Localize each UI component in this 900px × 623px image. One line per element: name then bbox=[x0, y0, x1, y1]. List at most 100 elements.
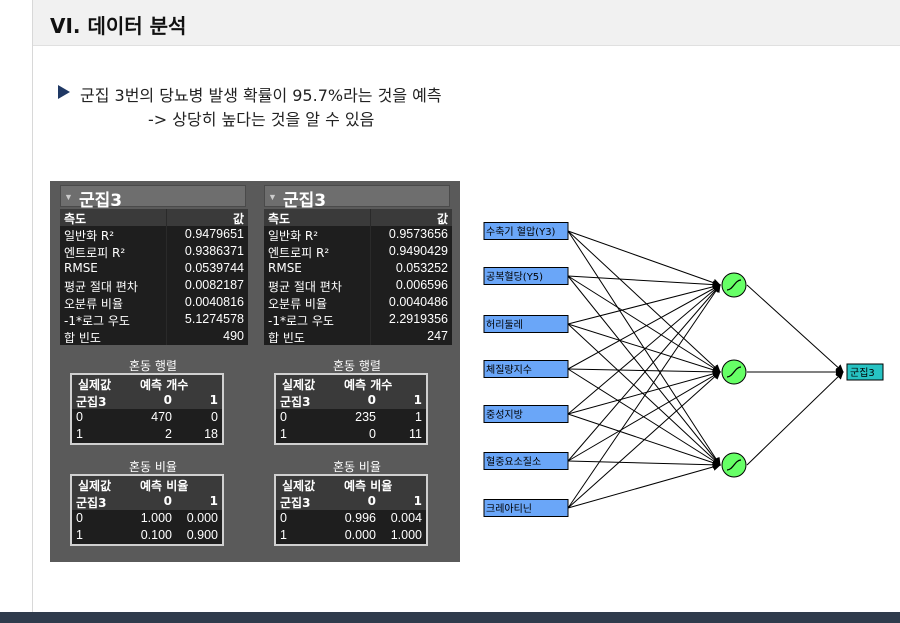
pred-1-cell: 1.000 bbox=[390, 528, 422, 542]
output-node-box bbox=[846, 363, 884, 381]
stat-value: 0.9386371 bbox=[184, 244, 244, 258]
stat-value: 247 bbox=[427, 329, 448, 343]
stat-row: 엔트로피 R² 0.9490429 bbox=[264, 243, 452, 260]
value-header: 값 bbox=[232, 212, 244, 226]
input-node[interactable]: 수축기 혈압(Y3) bbox=[483, 222, 569, 240]
cluster-column: 군집3 bbox=[76, 496, 107, 510]
input-node-box bbox=[483, 405, 569, 423]
neural-network-diagram: 수축기 혈압(Y3) 공복혈당(Y5) 허리둘레체질량지수중성지방혈중요소질소크레아… bbox=[483, 222, 884, 517]
confusion-matrix-label: 혼동 행렬 bbox=[333, 359, 381, 373]
stat-value: 0.9490429 bbox=[388, 244, 448, 258]
input-node-label: 허리둘레 bbox=[486, 319, 523, 331]
output-node-label: 군집3 bbox=[850, 367, 875, 379]
stat-label: 평균 절대 편차 bbox=[268, 280, 342, 294]
pred-0-cell: 235 bbox=[355, 410, 376, 424]
stat-value: 0.0539744 bbox=[184, 261, 244, 275]
stat-label: 일반화 R² bbox=[64, 229, 115, 243]
pred-0-cell: 1.000 bbox=[140, 511, 172, 525]
input-node[interactable]: 체질량지수 bbox=[483, 360, 569, 378]
connection-edge bbox=[567, 275, 721, 373]
class-1-column: 1 bbox=[413, 494, 422, 508]
slide-title: VI. 데이터 분석 bbox=[50, 14, 187, 38]
cluster-title-bar[interactable]: ▼ 군집3 bbox=[60, 185, 246, 211]
bullet-text: 군집 3번의 당뇨병 발생 확률이 95.7%라는 것을 예측 bbox=[80, 86, 442, 105]
connection-edge bbox=[567, 230, 721, 287]
stat-value: 490 bbox=[223, 329, 244, 343]
stat-row: RMSE 0.0539744 bbox=[60, 260, 248, 277]
connection-edge bbox=[567, 230, 721, 373]
connection-edge bbox=[567, 367, 721, 376]
hidden-node[interactable] bbox=[721, 272, 747, 298]
matrix-row: 0 1.000 0.000 bbox=[72, 510, 222, 527]
input-node[interactable]: 혈중요소질소 bbox=[483, 452, 569, 470]
hidden-node[interactable] bbox=[721, 359, 747, 385]
connection-edge bbox=[567, 323, 721, 374]
stat-value: 0.006596 bbox=[395, 278, 448, 292]
stat-label: 엔트로피 R² bbox=[268, 246, 330, 260]
sigmoid-activation-icon bbox=[726, 279, 742, 291]
stat-label: -1*로그 우도 bbox=[268, 314, 334, 328]
pred-1-cell: 0.000 bbox=[186, 511, 218, 525]
stat-value: 5.1274578 bbox=[184, 312, 244, 326]
cluster-column: 군집3 bbox=[280, 496, 311, 510]
predicted-header: 예측 비율 bbox=[344, 479, 393, 493]
input-node[interactable]: 중성지방 bbox=[483, 405, 569, 423]
connection-edge bbox=[567, 371, 721, 509]
predicted-header: 예측 개수 bbox=[344, 378, 393, 392]
input-node[interactable]: 공복혈당(Y5) bbox=[483, 267, 569, 285]
disclosure-triangle-icon[interactable]: ▼ bbox=[64, 192, 73, 202]
connection-edge bbox=[567, 371, 721, 462]
cluster-title: 군집3 bbox=[79, 191, 123, 211]
stat-row: 엔트로피 R² 0.9386371 bbox=[60, 243, 248, 260]
disclosure-triangle-icon[interactable]: ▼ bbox=[268, 192, 277, 202]
hidden-node[interactable] bbox=[721, 452, 747, 478]
actual-class: 1 bbox=[280, 528, 287, 542]
connection-edge bbox=[567, 284, 721, 415]
input-node-box bbox=[483, 452, 569, 470]
actual-class: 1 bbox=[280, 427, 287, 441]
actual-header: 실제값 bbox=[282, 479, 316, 493]
connection-edge bbox=[746, 371, 844, 466]
stat-label: 엔트로피 R² bbox=[64, 246, 126, 260]
input-node[interactable]: 허리둘레 bbox=[483, 315, 569, 333]
stat-label: RMSE bbox=[64, 261, 98, 275]
footer-bar bbox=[0, 612, 900, 623]
actual-class: 0 bbox=[76, 511, 83, 525]
actual-header: 실제값 bbox=[78, 479, 112, 493]
connection-edge bbox=[567, 370, 721, 415]
cluster-title-bar[interactable]: ▼군집3 bbox=[264, 185, 450, 211]
input-node-label: 중성지방 bbox=[486, 409, 523, 421]
stat-label: 합 빈도 bbox=[268, 331, 305, 345]
actual-class: 0 bbox=[280, 511, 287, 525]
pred-0-cell: 0 bbox=[369, 427, 376, 441]
input-node[interactable]: 크레아티닌 bbox=[483, 499, 569, 517]
pred-1-cell: 0.900 bbox=[186, 528, 218, 542]
stat-value: 0.0040816 bbox=[184, 295, 244, 309]
cluster-column: 군집3 bbox=[280, 395, 311, 409]
input-node-label: 혈중요소질소 bbox=[486, 455, 541, 468]
input-node-box bbox=[483, 222, 569, 240]
pred-0-cell: 0.100 bbox=[140, 528, 172, 542]
stat-row: 평균 절대 편차 0.006596 bbox=[264, 277, 452, 294]
output-node[interactable]: 군집3 bbox=[846, 363, 884, 381]
input-node-label: 수축기 혈압(Y3) bbox=[486, 225, 556, 238]
measure-header: 측도 bbox=[64, 212, 87, 226]
stat-label: 일반화 R² bbox=[268, 229, 319, 243]
stat-label: RMSE bbox=[268, 261, 302, 275]
pred-1-cell: 0 bbox=[211, 410, 218, 424]
actual-class: 0 bbox=[280, 410, 287, 424]
